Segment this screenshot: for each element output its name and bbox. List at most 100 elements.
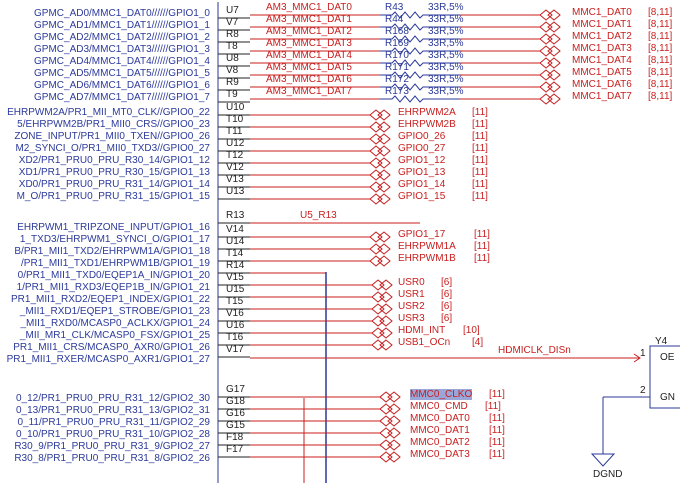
y4-oe: OE — [660, 352, 675, 363]
y4-pin2: 2 — [640, 385, 646, 396]
off-page-connector — [539, 9, 561, 21]
off-page-connector — [371, 339, 393, 351]
left-signal-label: 5/EHRPWM2B/PR1_MII0_CRS//GPIO0_23 — [17, 119, 210, 130]
port-label: MMC0_DAT2 — [410, 437, 470, 448]
pin-number: R14 — [226, 260, 245, 271]
port-label: MMC0_CLKO — [410, 389, 473, 400]
pin-number: G17 — [226, 384, 245, 395]
left-signal-label: /PR1_MII1_TXD1/EHRPWM1B/GPIO1_19 — [21, 258, 210, 269]
sheet-ref: [11] — [485, 401, 501, 412]
pin-number: T10 — [226, 114, 244, 125]
off-page-connector — [371, 315, 393, 327]
u5-r13-label: U5_R13 — [300, 210, 337, 221]
port-label: GPIO0_26 — [398, 131, 446, 142]
pin-number: T9 — [226, 89, 238, 100]
port-label: GPIO1_14 — [398, 179, 446, 190]
resistor-value: 33R,5% — [428, 38, 464, 49]
resistor-ref: R44 — [385, 14, 404, 25]
off-page-connector — [371, 303, 393, 315]
y4-pin1: 1 — [640, 348, 646, 359]
port-label: EHRPWM2A — [398, 107, 456, 118]
port-label: MMC0_DAT0 — [410, 413, 470, 424]
off-page-connector — [379, 415, 401, 427]
sheet-ref: [8,11] — [648, 31, 673, 42]
pin-number: U15 — [226, 284, 245, 295]
port-label: USB1_OCn — [398, 337, 451, 348]
left-signal-label: R30_9/PR1_PRU0_PRU_R31_9/GPIO2_27 — [14, 441, 210, 452]
sheet-ref: [11] — [489, 437, 505, 448]
off-page-connector — [369, 243, 391, 255]
port-label: GPIO1_13 — [398, 167, 446, 178]
resistor-symbol — [380, 35, 460, 43]
pin-number: V16 — [226, 308, 244, 319]
pin-number: R8 — [226, 29, 239, 40]
off-page-connector — [369, 109, 391, 121]
mmc-out-label: MMC1_DAT5 — [572, 67, 632, 78]
off-page-connector — [539, 33, 561, 45]
sheet-ref: [8,11] — [648, 43, 673, 54]
mmc-out-label: MMC1_DAT3 — [572, 43, 632, 54]
pin-number: U8 — [226, 53, 239, 64]
pin-number: V8 — [226, 65, 239, 76]
mmc-net-label: AM3_MMC1_DAT1 — [266, 14, 352, 25]
pin-number: V14 — [226, 224, 244, 235]
sheet-ref: [11] — [474, 229, 490, 240]
off-page-connector — [379, 451, 401, 463]
sheet-ref: [6] — [441, 277, 453, 288]
left-signal-label: 1_TXD3/EHRPWM1_SYNCI_O/GPIO1_17 — [19, 234, 210, 245]
port-label: EHRPWM1B — [398, 253, 456, 264]
pin-number: R13 — [226, 210, 245, 221]
resistor-symbol — [380, 71, 460, 79]
sheet-ref: [10] — [463, 325, 480, 336]
resistor-symbol — [380, 23, 460, 31]
sheet-ref: [8,11] — [648, 67, 673, 78]
mmc-out-label: MMC1_DAT0 — [572, 7, 632, 18]
pin-number: T15 — [226, 296, 244, 307]
pin-number: V15 — [226, 272, 244, 283]
sheet-ref: [8,11] — [648, 55, 673, 66]
sheet-ref: [11] — [472, 179, 488, 190]
sheet-ref: [11] — [472, 119, 488, 130]
left-signal-label: B/PR1_MII1_TXD2/EHRPWM1A/GPIO1_18 — [14, 246, 210, 257]
sheet-ref: [6] — [441, 301, 453, 312]
sheet-ref: [11] — [489, 389, 505, 400]
left-signal-label: R30_8/PR1_PRU0_PRU_R31_8/GPIO2_26 — [14, 453, 210, 464]
left-signal-label: GPMC_AD0/MMC1_DAT0//////GPIO1_0 — [34, 8, 210, 19]
sheet-ref: [11] — [474, 241, 490, 252]
off-page-connector — [371, 291, 393, 303]
left-signal-label: EHRPWM1_TRIPZONE_INPUT/GPIO1_16 — [17, 222, 210, 233]
off-page-connector — [369, 231, 391, 243]
y4-body — [649, 345, 680, 409]
mmc-net-label: AM3_MMC1_DAT3 — [266, 38, 352, 49]
left-signal-label: PR1_MII1_RXD2/EQEP1_INDEX/GPIO1_22 — [11, 294, 210, 305]
sheet-ref: [11] — [472, 191, 488, 202]
off-page-connector — [539, 81, 561, 93]
mmc-net-label: AM3_MMC1_DAT5 — [266, 62, 352, 73]
left-signal-label: GPMC_AD1/MMC1_DAT1//////GPIO1_1 — [34, 20, 210, 31]
pin-number: T11 — [226, 126, 243, 137]
resistor-ref: R170 — [385, 50, 409, 61]
left-signal-label: 0_12/PR1_PRU0_PRU_R31_12/GPIO2_30 — [15, 393, 210, 404]
resistor-value: 33R,5% — [428, 86, 464, 97]
sheet-ref: [6] — [441, 289, 453, 300]
mmc-net-label: AM3_MMC1_DAT0 — [266, 2, 352, 13]
sheet-ref: [8,11] — [648, 79, 673, 90]
port-label: MMC0_DAT3 — [410, 449, 470, 460]
arrow-head — [633, 353, 641, 363]
left-signal-label: XD2/PR1_PRU0_PRU_R30_14/GPIO1_12 — [18, 155, 210, 166]
off-page-connector — [379, 391, 401, 403]
port-label: EHRPWM2B — [398, 119, 456, 130]
left-signal-label: _MII1_RXD0/MCASP0_ACLKX/GPIO1_24 — [20, 318, 210, 329]
port-label: GPIO1_12 — [398, 155, 446, 166]
pin-number: U10 — [226, 102, 245, 113]
off-page-connector — [369, 157, 391, 169]
left-signal-label: M_O/PR1_PRU0_PRU_R31_15/GPIO1_15 — [16, 191, 210, 202]
off-page-connector — [371, 327, 393, 339]
pin-number: V13 — [226, 174, 244, 185]
off-page-connector — [379, 427, 401, 439]
mmc-net-label: AM3_MMC1_DAT7 — [266, 86, 352, 97]
port-label: GPIO0_27 — [398, 143, 446, 154]
resistor-symbol — [380, 83, 460, 91]
port-label: USR2 — [398, 301, 425, 312]
